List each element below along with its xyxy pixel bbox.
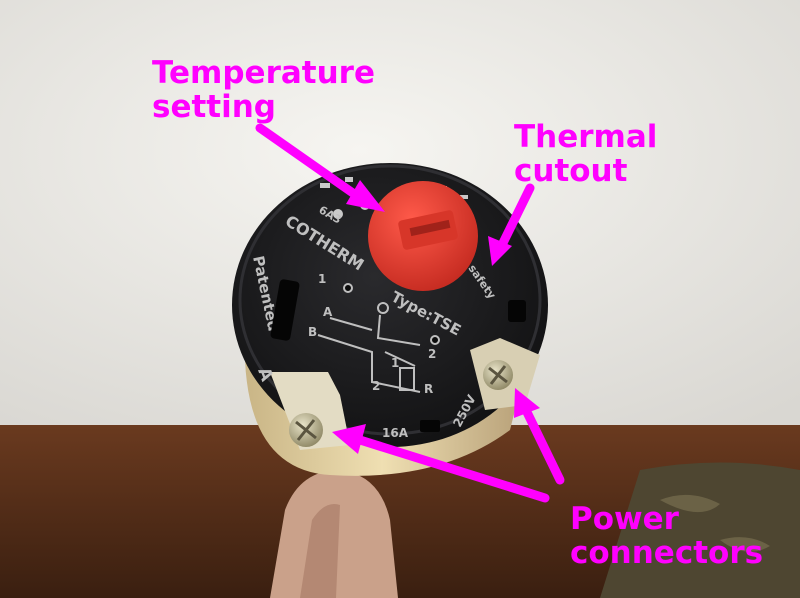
arrow-heads	[332, 180, 540, 454]
diagram-letter: 2	[372, 379, 380, 393]
label-line: Thermal	[514, 119, 658, 155]
arrow-power-left	[355, 435, 550, 503]
label-line: connectors	[570, 535, 764, 571]
screw-left	[289, 413, 323, 447]
label-temperature-setting: Temperature setting	[152, 56, 375, 124]
fabric-right	[600, 462, 800, 598]
label-line: Power	[570, 501, 679, 537]
diagram-letter: 1	[391, 356, 399, 370]
arrow-cutout	[497, 183, 535, 250]
diagram-letter: 1	[318, 272, 326, 286]
terminal-notch-left	[270, 372, 350, 450]
wiring-diagram	[317, 283, 440, 393]
label-line: Temperature	[152, 55, 375, 91]
label-line: setting	[152, 89, 276, 125]
arrow-power-right	[520, 403, 565, 485]
screw-right	[483, 360, 513, 390]
annotation-arrows	[255, 123, 565, 503]
vent-slots	[270, 279, 526, 432]
diagram-letter: A	[323, 305, 333, 319]
temperature-knob	[368, 181, 478, 291]
marking-amps: 16A	[382, 426, 409, 440]
label-thermal-cutout: Thermal cutout	[514, 120, 657, 188]
diagram-letter: B	[308, 325, 317, 339]
label-line: cutout	[514, 153, 628, 189]
label-power-connectors: Power connectors	[570, 502, 763, 570]
arrow-temperature	[255, 123, 365, 203]
diagram-letter: R	[424, 382, 433, 396]
diagram-letter: 2	[428, 347, 436, 361]
